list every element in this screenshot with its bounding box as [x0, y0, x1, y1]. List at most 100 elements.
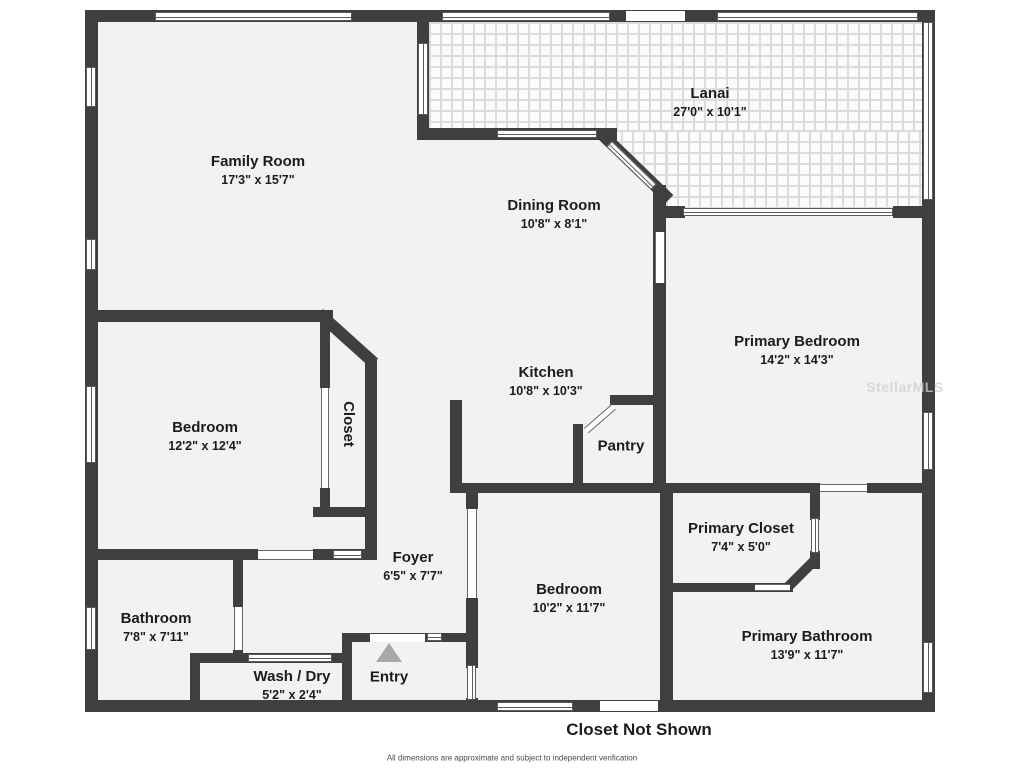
bifold-door [248, 654, 332, 662]
window [811, 518, 819, 553]
room-name: Primary Closet [688, 520, 794, 538]
wall [893, 206, 935, 218]
room-name: Pantry [597, 437, 645, 455]
room-name: Family Room [210, 153, 306, 171]
window [86, 386, 96, 463]
lanai-tile-area [666, 130, 923, 211]
room-name: Entry [369, 668, 409, 686]
wall [450, 400, 462, 483]
wall [85, 549, 258, 560]
room-dims: 13'9" x 11'7" [770, 647, 844, 662]
window [86, 239, 96, 270]
room-dims: 12'2" x 12'4" [168, 438, 242, 453]
entry-label: Entry [370, 667, 408, 687]
window [497, 702, 573, 711]
room-dims: 5'2" x 2'4" [262, 687, 322, 702]
wall [672, 583, 793, 592]
cased-opening [655, 232, 665, 283]
wall [365, 358, 377, 560]
room-name: Lanai [690, 85, 730, 103]
room-label-kitchen: Kitchen 10'8" x 10'3" [509, 363, 582, 399]
room-label-wash-dry: Wash / Dry 5'2" x 2'4" [254, 667, 331, 703]
room-dims: 17'3" x 15'7" [221, 172, 295, 187]
wall [320, 322, 330, 388]
room-dims: 10'8" x 8'1" [520, 216, 588, 231]
wall [660, 493, 673, 700]
wall [867, 483, 922, 493]
window [86, 67, 96, 107]
window [683, 208, 893, 216]
window [155, 12, 352, 21]
window [923, 412, 933, 470]
room-label-bedroom: Bedroom 12'2" x 12'4" [168, 418, 241, 454]
room-name: Bathroom [120, 610, 192, 628]
room-name: Wash / Dry [253, 668, 331, 686]
room-name: Foyer [392, 549, 434, 567]
room-dims: 7'8" x 7'11" [123, 629, 189, 644]
window [923, 642, 933, 693]
door-opening [755, 584, 790, 591]
screen-opening [626, 11, 685, 21]
room-dims: 10'2" x 11'7" [532, 600, 606, 615]
sliding-door [497, 130, 597, 138]
wall [466, 698, 478, 712]
wall [466, 598, 478, 668]
room-name: Closet [339, 401, 357, 447]
room-name: Dining Room [507, 197, 601, 215]
room-label-foyer: Foyer 6'5" x 7'7" [383, 548, 443, 584]
room-label-primary-bathroom: Primary Bathroom 13'9" x 11'7" [742, 627, 873, 663]
room-name: Bedroom [172, 419, 238, 437]
room-label-lanai: Lanai 27'0" x 10'1" [673, 84, 746, 120]
wall [85, 310, 333, 322]
room-name: Kitchen [518, 364, 574, 382]
wall [810, 492, 820, 520]
wall [653, 206, 685, 218]
wall [313, 507, 377, 517]
room-dims: 6'5" x 7'7" [383, 568, 443, 583]
room-label-bathroom: Bathroom 7'8" x 7'11" [121, 609, 192, 645]
closet-door [333, 550, 362, 559]
wall [466, 493, 478, 509]
window [418, 43, 428, 115]
window [467, 665, 476, 700]
wall [450, 483, 666, 493]
wall [342, 633, 352, 712]
room-name: Primary Bathroom [741, 628, 873, 646]
watermark: StellarMLS [866, 379, 944, 395]
window [717, 12, 918, 21]
room-dims: 14'2" x 14'3" [760, 352, 834, 367]
wall [666, 483, 820, 493]
wall [573, 424, 583, 483]
wall [233, 560, 243, 607]
wall [610, 395, 666, 405]
window [427, 633, 442, 641]
room-label-primary-closet: Primary Closet 7'4" x 5'0" [688, 519, 794, 555]
disclaimer-text: All dimensions are approximate and subje… [386, 753, 638, 763]
window [442, 12, 610, 21]
opening [600, 701, 658, 711]
closet-door [321, 388, 329, 488]
wall [85, 10, 98, 712]
closet-not-shown-note: Closet Not Shown [566, 720, 712, 739]
room-label-primary-bedroom: Primary Bedroom 14'2" x 14'3" [734, 332, 860, 368]
room-dims: 27'0" x 10'1" [673, 104, 747, 119]
room-name: Primary Bedroom [734, 333, 860, 351]
room-dims: 7'4" x 5'0" [711, 539, 771, 554]
room-label-family-room: Family Room 17'3" x 15'7" [211, 152, 305, 188]
door-opening [258, 550, 313, 560]
window [86, 607, 96, 650]
entry-arrow-icon [376, 643, 402, 662]
lanai-tile-area [429, 22, 923, 130]
door-opening [467, 509, 477, 598]
room-label-pantry: Pantry [598, 436, 645, 456]
wall [190, 653, 200, 712]
room-dims: 10'8" x 10'3" [509, 383, 583, 398]
room-label-dining-room: Dining Room 10'8" x 8'1" [507, 196, 600, 232]
room-name: Bedroom [536, 581, 602, 599]
door-opening [234, 607, 243, 650]
room-label-closet: Closet [338, 401, 358, 447]
wall [810, 551, 820, 569]
wall [320, 488, 330, 517]
entry-door-opening [370, 634, 425, 642]
